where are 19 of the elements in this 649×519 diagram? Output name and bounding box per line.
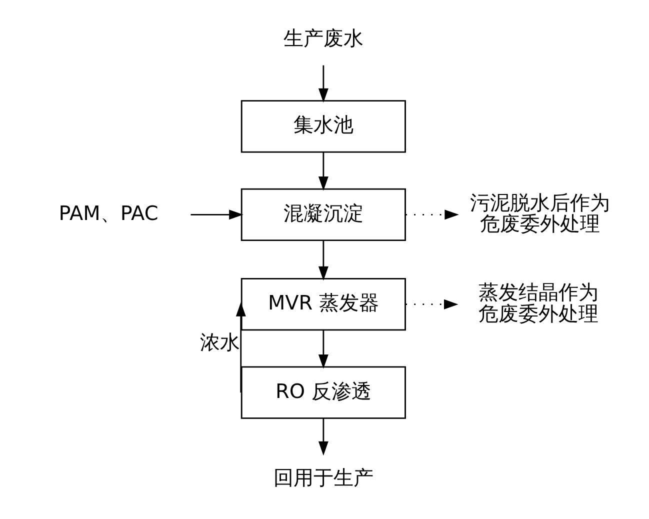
arrow [406, 299, 458, 310]
node-box: RO 反渗透 [240, 366, 406, 419]
node-text: PAM、PAC [58, 202, 158, 225]
arrow [406, 210, 459, 220]
arrow [318, 240, 328, 281]
arrow [318, 152, 328, 191]
node-box: 集水池 [240, 100, 406, 153]
arrow [190, 210, 244, 220]
node-box: MVR 蒸发器 [240, 278, 406, 331]
edge-label: 浓水 [200, 330, 240, 354]
node-text: 生产废水 [283, 26, 364, 50]
arrow [318, 330, 328, 369]
node-text: 污泥脱水后作为危废委外处理 [470, 191, 610, 236]
node-box: 混凝沉淀 [240, 188, 406, 241]
arrow [318, 65, 328, 103]
arrow [318, 418, 328, 456]
arrow [236, 302, 246, 393]
node-text: 蒸发结晶作为危废委外处理 [478, 280, 598, 326]
node-text: 回用于生产 [273, 466, 374, 490]
